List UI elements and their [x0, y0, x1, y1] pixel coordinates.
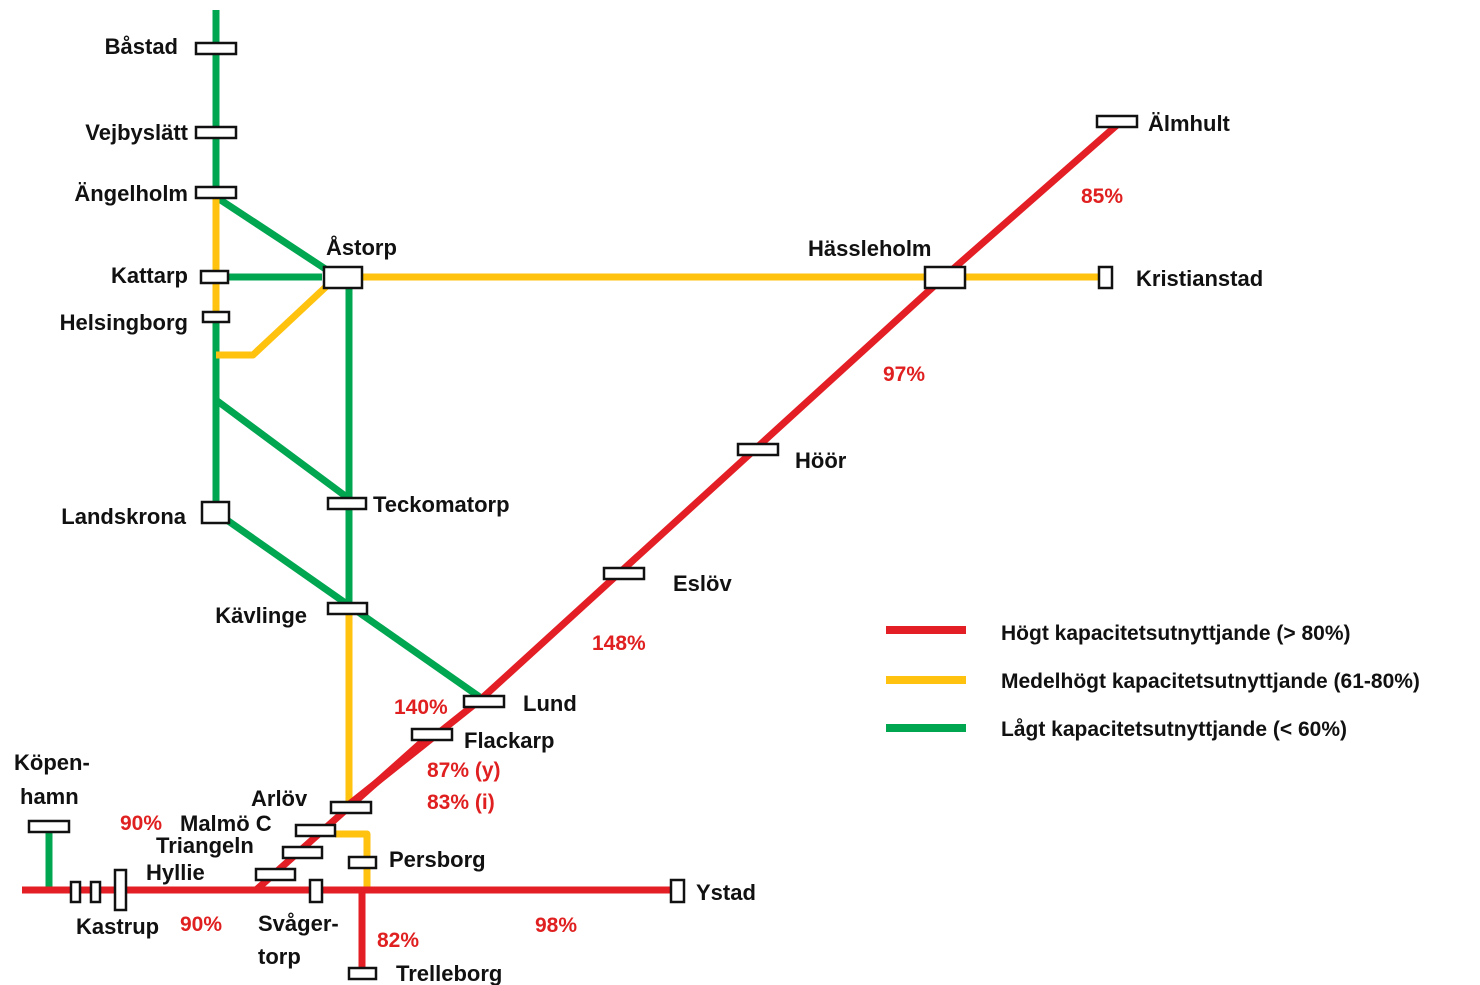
- label-kavlinge: Kävlinge: [215, 603, 307, 628]
- line-helsingborg-astorp: [216, 280, 333, 359]
- station-astorp[interactable]: [322, 265, 364, 290]
- station-kristianstad[interactable]: [1097, 265, 1114, 290]
- pct-lund-arlov: 140%: [394, 696, 448, 719]
- station-bastad[interactable]: [194, 41, 238, 56]
- legend-item-low: Lågt kapacitetsutnyttjande (< 60%): [886, 718, 1347, 741]
- legend-label-high: Högt kapacitetsutnyttjande (> 80%): [1001, 622, 1350, 645]
- station-lund[interactable]: [462, 694, 506, 709]
- station-kopenhamn[interactable]: [27, 819, 71, 834]
- station-vejbyslatt[interactable]: [194, 125, 238, 140]
- label-hyllie: Hyllie: [146, 860, 205, 885]
- label-triangeln: Triangeln: [156, 833, 254, 858]
- station-almhult[interactable]: [1095, 114, 1139, 129]
- label-vejbyslatt: Vejbyslätt: [85, 120, 188, 145]
- label-kastrup: Kastrup: [76, 914, 159, 939]
- label-hassleholm: Hässleholm: [808, 236, 932, 261]
- pct-ystad: 98%: [535, 914, 577, 937]
- pct-kastrup-hyllie: 90%: [180, 913, 222, 936]
- legend: Högt kapacitetsutnyttjande (> 80%) Medel…: [886, 622, 1420, 741]
- station-angelholm[interactable]: [194, 185, 238, 200]
- line-malmo-persborg: [335, 830, 371, 890]
- station-markers: [27, 41, 1139, 981]
- label-hoor: Höör: [795, 448, 847, 473]
- pct-eslov-lund: 148%: [592, 632, 646, 655]
- station-ystad[interactable]: [669, 878, 686, 904]
- line-angelholm-astorp: [214, 194, 332, 275]
- station-landskrona[interactable]: [200, 500, 231, 525]
- label-flackarp: Flackarp: [464, 728, 555, 753]
- station-kastrup-b[interactable]: [89, 880, 102, 904]
- label-svagertorp-line2: torp: [258, 944, 301, 969]
- line-almhult-hassleholm: [941, 122, 1120, 280]
- label-landskrona: Landskrona: [61, 504, 186, 529]
- label-kopenhamn-line2: hamn: [20, 784, 79, 809]
- station-flackarp[interactable]: [410, 727, 454, 742]
- utilization-labels: 85% 97% 148% 140% 87% (y) 83% (i) 90% 90…: [120, 185, 1123, 952]
- legend-item-medium: Medelhögt kapacitetsutnyttjande (61-80%): [886, 670, 1420, 693]
- station-kastrup-a[interactable]: [69, 880, 82, 904]
- legend-swatch-low: [886, 724, 966, 732]
- station-hoor[interactable]: [736, 442, 780, 457]
- legend-label-low: Lågt kapacitetsutnyttjande (< 60%): [1001, 718, 1347, 741]
- station-kastrup-c[interactable]: [113, 868, 128, 912]
- station-eslov[interactable]: [602, 566, 646, 581]
- station-kattarp[interactable]: [199, 269, 230, 285]
- label-ystad: Ystad: [696, 880, 756, 905]
- station-persborg[interactable]: [347, 855, 378, 870]
- legend-label-medium: Medelhögt kapacitetsutnyttjande (61-80%): [1001, 670, 1420, 693]
- medium-capacity-lines: [212, 197, 1100, 894]
- label-lund: Lund: [523, 691, 577, 716]
- pct-flackarp-y: 87% (y): [427, 759, 501, 782]
- label-kopenhamn-line1: Köpen-: [14, 750, 90, 775]
- station-arlov[interactable]: [329, 800, 373, 815]
- label-astorp: Åstorp: [326, 234, 397, 260]
- label-kristianstad: Kristianstad: [1136, 266, 1263, 291]
- line-helsingborg-teckomatorp: [213, 397, 351, 501]
- label-angelholm: Ängelholm: [74, 181, 188, 206]
- station-hyllie[interactable]: [254, 867, 297, 882]
- pct-hassleholm-hoor: 97%: [883, 363, 925, 386]
- label-almhult: Älmhult: [1148, 111, 1231, 136]
- station-hassleholm[interactable]: [923, 265, 967, 290]
- label-helsingborg: Helsingborg: [60, 310, 188, 335]
- pct-kopenhamn-kastrup: 90%: [120, 812, 162, 835]
- label-teckomatorp: Teckomatorp: [373, 492, 510, 517]
- line-hassleholm-lund: [477, 274, 947, 703]
- legend-item-high: Högt kapacitetsutnyttjande (> 80%): [886, 622, 1350, 645]
- station-triangeln[interactable]: [281, 845, 324, 860]
- station-labels: Båstad Vejbyslätt Ängelholm Åstorp Katta…: [14, 34, 1263, 985]
- station-trelleborg[interactable]: [347, 966, 378, 981]
- station-helsingborg[interactable]: [201, 310, 231, 324]
- pct-flackarp-i: 83% (i): [427, 791, 495, 814]
- label-arlov: Arlöv: [251, 786, 308, 811]
- station-svagertorp[interactable]: [308, 878, 324, 904]
- label-eslov: Eslöv: [673, 571, 732, 596]
- station-teckomatorp[interactable]: [326, 496, 368, 511]
- legend-swatch-medium: [886, 676, 966, 684]
- label-bastad: Båstad: [105, 34, 178, 59]
- station-kavlinge[interactable]: [326, 601, 369, 616]
- label-kattarp: Kattarp: [111, 263, 188, 288]
- pct-almhult-hassleholm: 85%: [1081, 185, 1123, 208]
- label-malmo-c: Malmö C: [180, 811, 272, 836]
- label-trelleborg: Trelleborg: [396, 961, 502, 985]
- high-capacity-lines: [22, 122, 1120, 968]
- station-malmo-c[interactable]: [294, 823, 337, 838]
- label-persborg: Persborg: [389, 847, 486, 872]
- label-svagertorp-line1: Svåger-: [258, 911, 339, 936]
- pct-trelleborg: 82%: [377, 929, 419, 952]
- legend-swatch-high: [886, 626, 966, 634]
